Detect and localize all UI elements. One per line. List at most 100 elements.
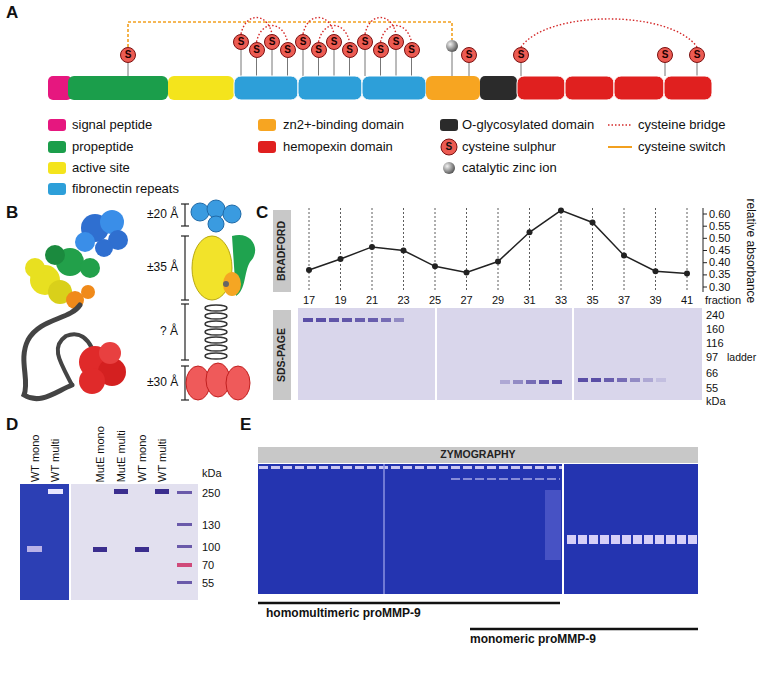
domain-bar	[298, 76, 362, 100]
domain-schematic	[191, 203, 209, 221]
group-underline	[258, 603, 698, 629]
text-label: 0.30	[709, 281, 730, 294]
legend-text: cysteine switch	[638, 140, 725, 155]
legend-text: active site	[72, 161, 130, 176]
legend-text: zn2+-binding domain	[283, 118, 404, 133]
cysteine-sulphur: S	[388, 34, 404, 50]
text-label: 17	[303, 294, 315, 307]
node-text: S	[346, 45, 353, 55]
text-label: kDa	[202, 467, 222, 480]
sds-page-gel	[303, 318, 666, 384]
cysteine-sulphur: S	[311, 42, 327, 58]
sds-page-gel	[630, 378, 640, 382]
node-text: S	[377, 45, 384, 55]
zymography-gel	[258, 464, 698, 594]
text-label: ±30 Å	[147, 376, 178, 390]
domain-schematic	[205, 305, 227, 359]
text-label: fraction	[705, 294, 741, 307]
sds-page-gel	[329, 318, 339, 322]
text-label: 55	[706, 382, 718, 395]
cysteine-sulphur: S	[373, 42, 389, 58]
domain-stems	[256, 58, 257, 76]
text-label: 250	[202, 487, 220, 500]
text-label: ? Å	[160, 325, 178, 339]
zymography-gel	[566, 535, 698, 545]
domain-stems	[396, 50, 397, 76]
domain-schematic	[205, 321, 227, 327]
dimension-brackets	[184, 304, 185, 360]
domain-schematic	[205, 353, 227, 359]
legend-samples	[443, 162, 455, 174]
dimension-brackets	[184, 366, 185, 400]
protein-structure	[99, 342, 121, 364]
text-label: 39	[650, 294, 662, 307]
bradford-plot	[655, 208, 656, 292]
text-label: B	[6, 203, 18, 223]
domain-stems	[287, 58, 288, 76]
bradford-plot	[558, 207, 564, 213]
text-label: C	[256, 203, 268, 223]
node-text: S	[393, 37, 400, 47]
bradford-plot	[527, 229, 533, 235]
bradford-plot	[529, 208, 530, 292]
bradford-plot	[687, 208, 688, 292]
dimension-brackets	[181, 365, 189, 366]
bradford-plot	[464, 269, 470, 275]
domain-schematic	[207, 200, 225, 218]
bradford-plot	[466, 208, 467, 292]
domain-schematic	[205, 345, 227, 351]
legend-swatch	[440, 119, 458, 131]
domain-schematic	[223, 272, 241, 296]
bradford-plot	[340, 208, 341, 292]
zymography-gel	[545, 490, 561, 560]
legend-swatch	[258, 119, 276, 131]
dimension-brackets	[181, 203, 189, 204]
domain-bar	[565, 76, 614, 100]
cysteine-sulphur: S	[249, 42, 265, 58]
text-label: monomeric proMMP-9	[470, 633, 596, 647]
domain-stems	[365, 50, 366, 76]
text-label: 41	[681, 294, 693, 307]
bradford-plot	[561, 208, 562, 292]
node-text: BRADFORD	[276, 221, 288, 281]
cysteine-sulphur: S	[513, 47, 529, 63]
domain-stems	[521, 63, 522, 76]
bradford-plot	[306, 207, 707, 292]
legend-swatch	[48, 183, 66, 195]
sds-page-gel	[435, 308, 437, 400]
text-label: 21	[366, 294, 378, 307]
bradford-plot	[309, 208, 310, 292]
bradford-plot	[621, 252, 627, 258]
dimension-brackets	[181, 299, 189, 300]
zymography-gel	[258, 464, 698, 594]
text-label: 35	[587, 294, 599, 307]
sds-page-gel	[513, 380, 523, 384]
cysteine-sulphur: S	[233, 34, 249, 50]
cysteine-sulphur: S	[295, 34, 311, 50]
bradford-plot	[624, 208, 625, 292]
sds-page-gel	[316, 318, 326, 322]
domain-stems	[349, 58, 350, 76]
western-gel	[69, 484, 71, 600]
sds-page-gel	[342, 318, 352, 322]
text-label: 66	[706, 367, 718, 380]
protein-structure	[25, 258, 45, 278]
node-text: S	[269, 37, 276, 47]
protein-structure	[95, 239, 113, 257]
domain-bar	[664, 76, 712, 100]
domain-bar	[68, 76, 168, 100]
text-label: 97	[706, 351, 718, 364]
western-gel	[177, 523, 192, 526]
text-label: 0.55	[709, 220, 730, 233]
bradford-plot	[590, 220, 596, 226]
text-label: 240	[706, 309, 724, 322]
legend-text: cysteine sulphur	[462, 140, 556, 155]
text-label: 55	[202, 577, 214, 590]
western-gel	[27, 546, 42, 552]
node-text: S	[408, 45, 415, 55]
node-text: S	[466, 50, 473, 60]
bradford-plot	[338, 256, 344, 262]
sds-page-gel	[298, 308, 702, 400]
text-label: 160	[706, 323, 724, 336]
text-label: 130	[202, 519, 220, 532]
